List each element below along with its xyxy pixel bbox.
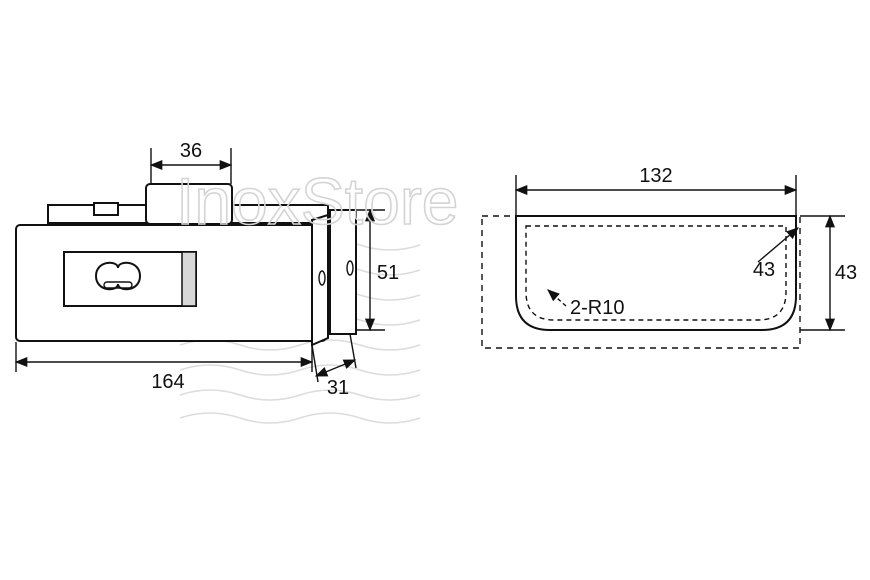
dimension-top-width: 36: [149, 140, 233, 184]
dimension-height: 51: [356, 208, 399, 332]
dim-label-43-outer: 43: [835, 262, 857, 284]
dim-label-36: 36: [180, 140, 202, 162]
profile-view: [481, 215, 801, 349]
dimension-profile-height: 43: [800, 214, 857, 332]
watermark-text: InoxStore: [176, 164, 459, 238]
dim-label-43-inner: 43: [753, 259, 775, 281]
radius-callout: 2-R10: [547, 289, 624, 319]
dim-label-132: 132: [639, 165, 672, 187]
dim-label-31: 31: [327, 377, 349, 399]
dimension-length: 164: [14, 342, 314, 393]
dimension-depth: 31: [311, 333, 357, 399]
dim-label-51: 51: [377, 262, 399, 284]
dim-label-164: 164: [151, 371, 184, 393]
dimension-corner-leader: 43: [753, 227, 799, 281]
lock-front-view: [15, 183, 357, 347]
dimension-profile-width: 132: [514, 165, 798, 216]
dim-label-radius: 2-R10: [570, 297, 624, 319]
keyhole-icon: [94, 261, 142, 291]
